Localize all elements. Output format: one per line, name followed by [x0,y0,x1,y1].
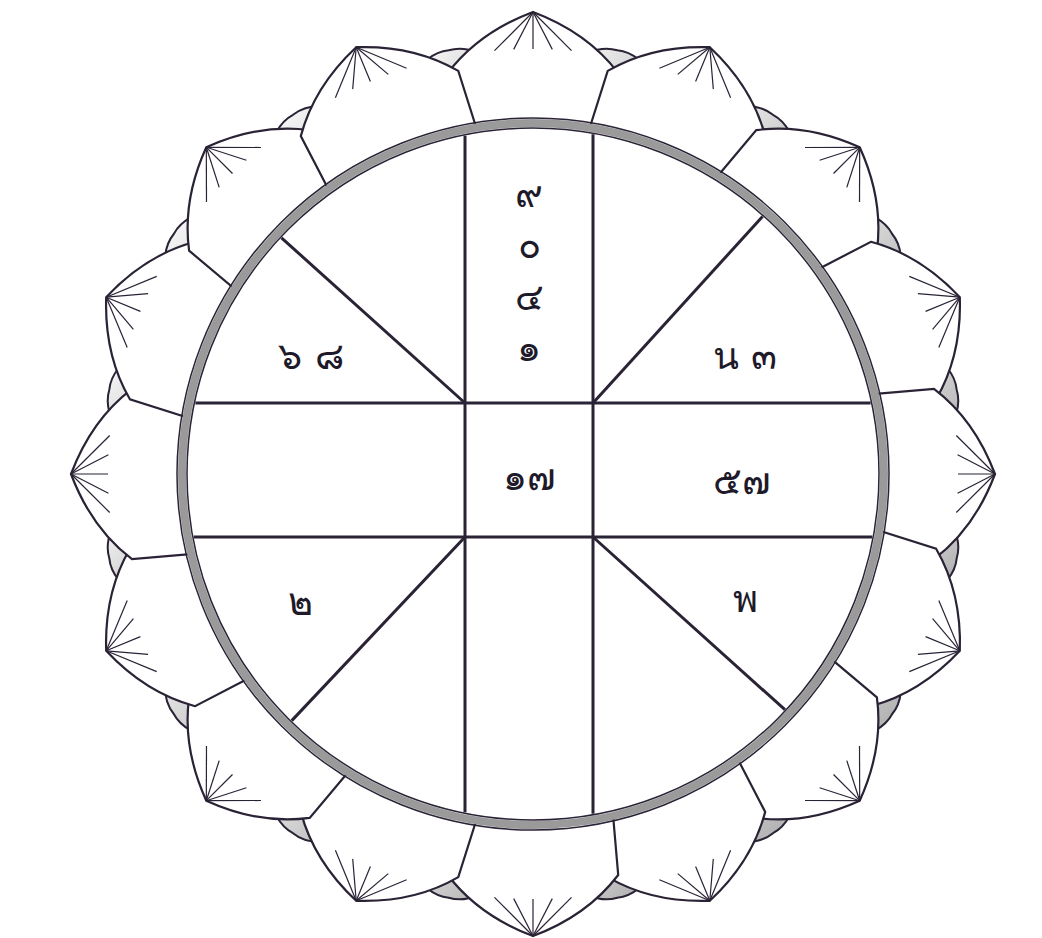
petal-vein [909,276,960,297]
petal-vein [859,147,860,202]
chart-cell-text: น ๓ [713,334,777,380]
petal-vein [820,788,860,801]
diagonal-line [292,537,465,721]
grid-line [592,134,595,813]
petal-vein [933,297,960,329]
petal-vein [353,47,357,89]
petal-vein [356,867,370,901]
grid-line [464,136,467,812]
petal-vein [956,474,995,513]
petal-vein [335,47,356,97]
petal-vein [206,761,219,801]
petal-vein [71,474,108,493]
chart-cell-text: ๙ ๐ ๔ ๑ [506,169,552,374]
ring-edge [177,118,889,830]
petal-vein [206,746,207,801]
petal-vein [514,12,533,49]
petal-vein [696,47,710,81]
petal-vein [106,651,148,655]
petal-vein [533,12,572,51]
petal-vein [495,897,534,936]
petal-vein [106,297,133,329]
chart-cell-text: ๑๗ [503,455,556,501]
petal-vein [106,297,140,311]
chart-cell-text: พ [733,577,758,623]
petal-vein [909,651,960,672]
petal-vein [532,899,533,936]
petal-vein [805,800,860,801]
petal-vein [206,800,261,801]
chart-cell-text: ๖ ๘ [278,334,343,380]
petal-vein [356,47,388,74]
petal-vein [958,473,995,474]
petal-vein [71,473,108,474]
petal-vein [356,874,388,901]
petal-vein [206,147,246,160]
big-petals [71,12,995,936]
petal-vein [710,47,731,97]
petal-vein [356,47,406,68]
petal-vein [71,436,110,475]
petal-vein [106,276,157,297]
small-petals [108,49,959,900]
grid-line [195,402,870,405]
petal-vein [926,637,960,651]
chart-cell-text: ๕๗ [713,459,771,505]
petal-vein [106,651,157,672]
chart-cell-text: ๒ [288,580,313,626]
petal-vein [939,297,960,347]
petal-vein [859,746,860,801]
petal-vein [710,850,731,901]
petal-vein [533,897,572,936]
petal-vein [106,619,133,651]
petal-vein [206,147,207,202]
petal-vein [956,436,995,475]
petal-vein [335,850,356,901]
petal-vein [710,859,714,901]
petal-vein [678,47,710,74]
petal-vein [206,147,261,148]
grid-line [194,536,872,539]
petal-vein [532,12,533,49]
petal-vein [918,294,960,298]
petal-vein [847,147,860,187]
petal-vein [958,474,995,493]
petal-vein [71,474,110,513]
petal-vein [958,455,995,474]
petal-vein [805,147,860,148]
chart-grid [194,134,872,813]
diagonal-line [593,537,785,710]
petal-vein [659,880,709,901]
petal-vein [495,12,534,51]
petal-vein [514,899,533,936]
petal-vein [533,899,552,936]
petal-vein [106,600,127,650]
petal-vein [71,455,108,474]
petal-vein [533,12,552,49]
petal-vein [678,874,710,901]
ring-edge [187,128,879,820]
petal-vein [933,619,960,651]
outer-ring [182,123,884,825]
diagonal-line [281,238,465,403]
